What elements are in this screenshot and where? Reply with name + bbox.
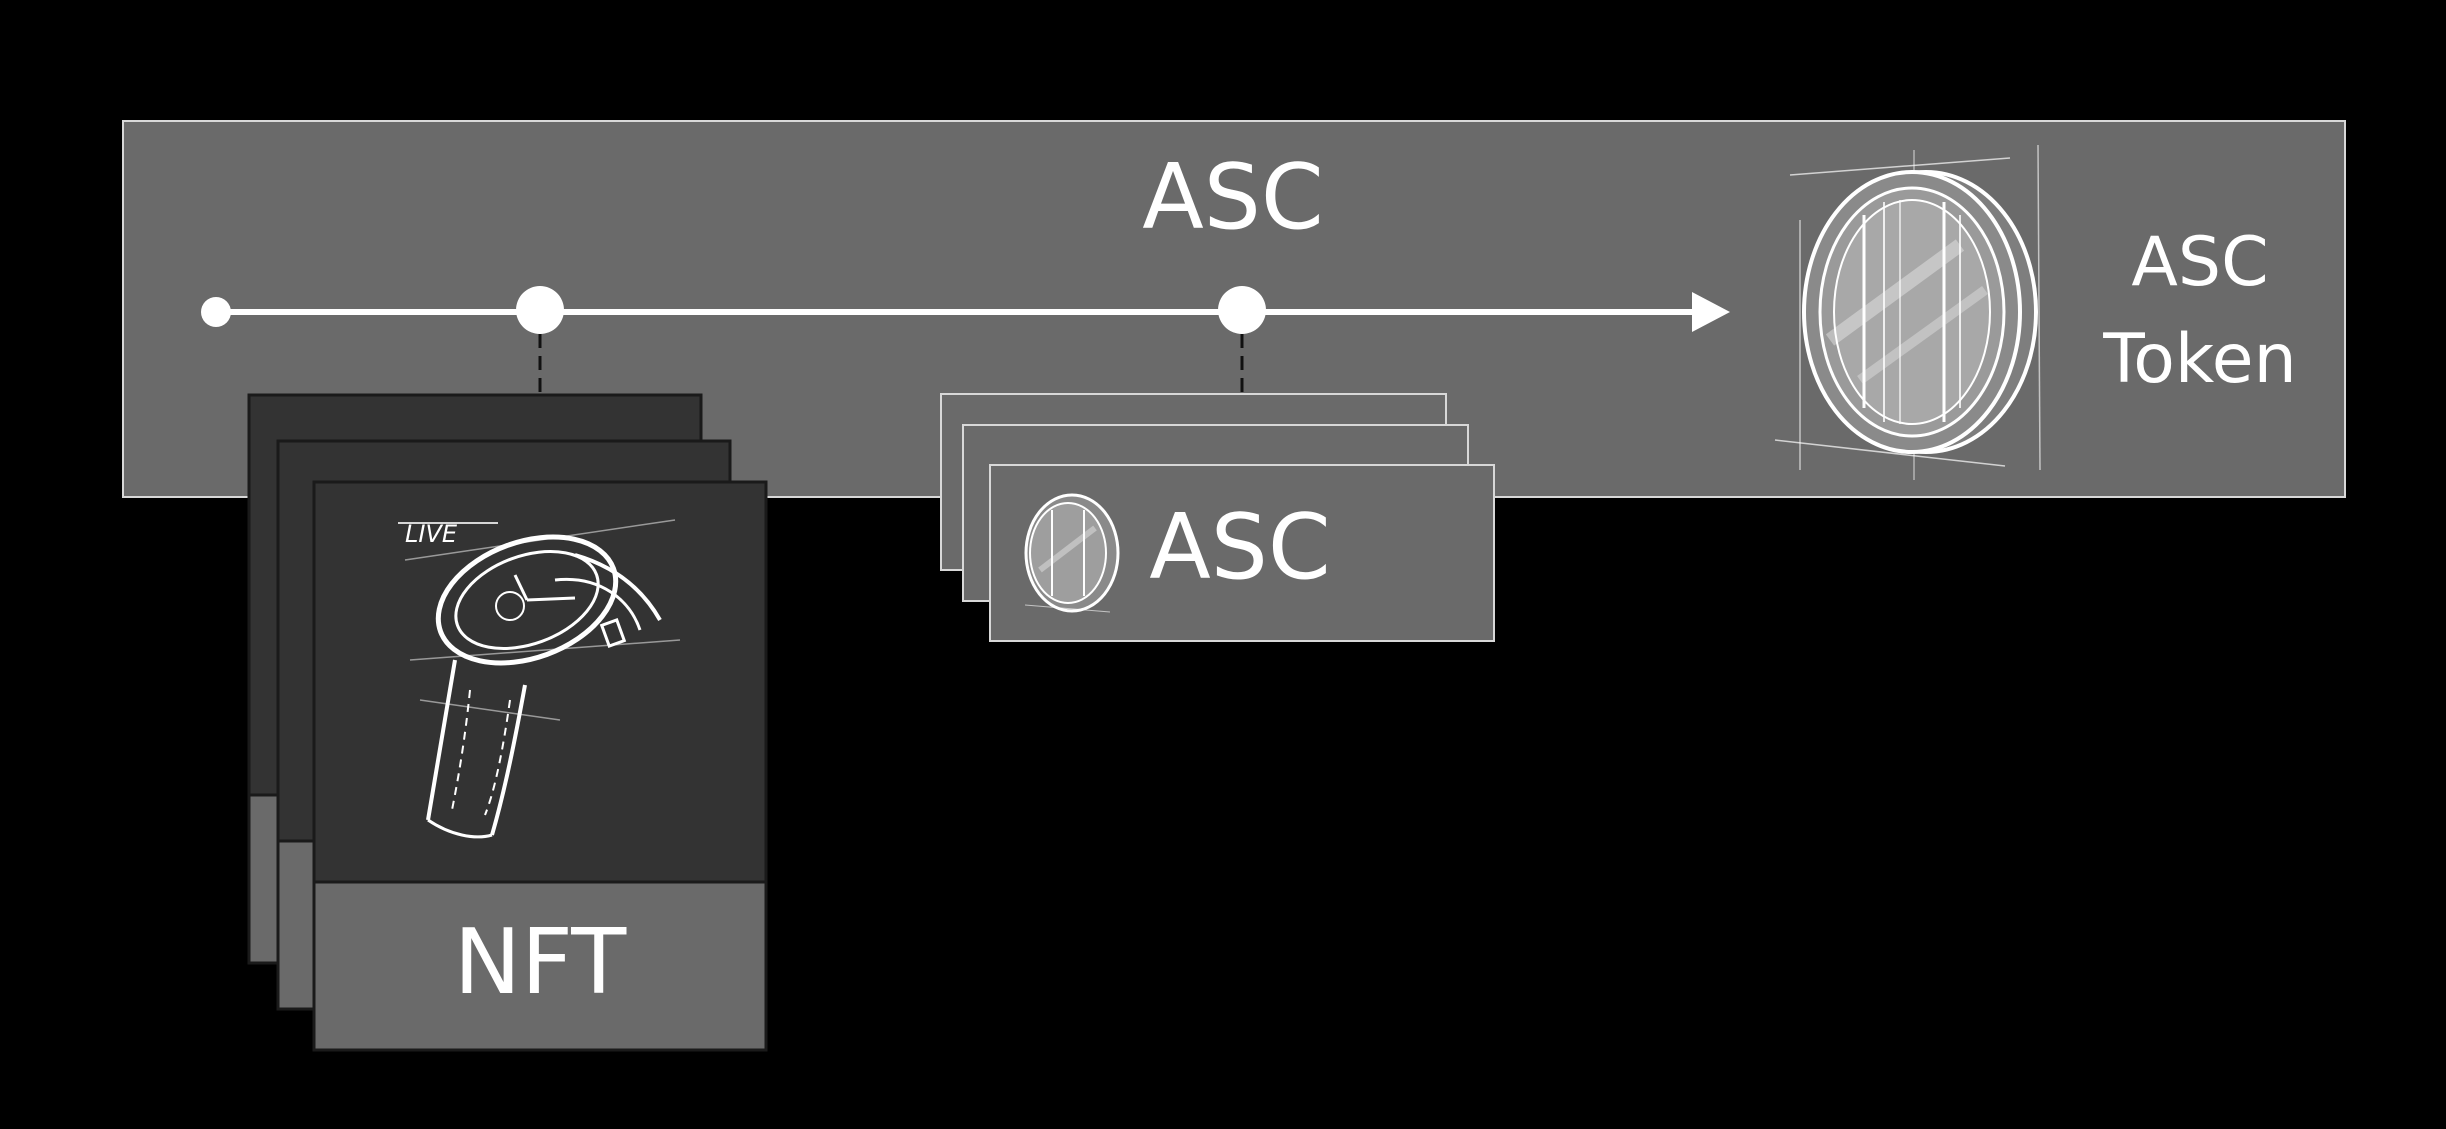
nft-card-image bbox=[312, 480, 768, 884]
timeline-node-asc bbox=[1218, 286, 1266, 334]
arrow-head bbox=[1692, 292, 1730, 332]
timeline-start-dot bbox=[201, 297, 231, 327]
token-label-line1: ASC bbox=[2131, 223, 2268, 302]
panel-title: ASC bbox=[1142, 145, 1324, 250]
asc-card-label: ASC bbox=[1149, 495, 1331, 600]
timeline-arrow bbox=[216, 292, 1730, 332]
asc-token-coin-icon bbox=[1774, 144, 2041, 480]
asc-small-coin-icon bbox=[1024, 493, 1120, 613]
asc-card-stack: ASC bbox=[940, 393, 1495, 642]
timeline-node-nft bbox=[516, 286, 564, 334]
token-label-line2: Token bbox=[2102, 320, 2296, 399]
nft-card-stack: LIVE NFT bbox=[247, 393, 768, 1052]
watch-sketch-icon bbox=[398, 519, 681, 839]
watch-badge: LIVE bbox=[405, 520, 458, 548]
nft-label: NFT bbox=[454, 910, 628, 1015]
